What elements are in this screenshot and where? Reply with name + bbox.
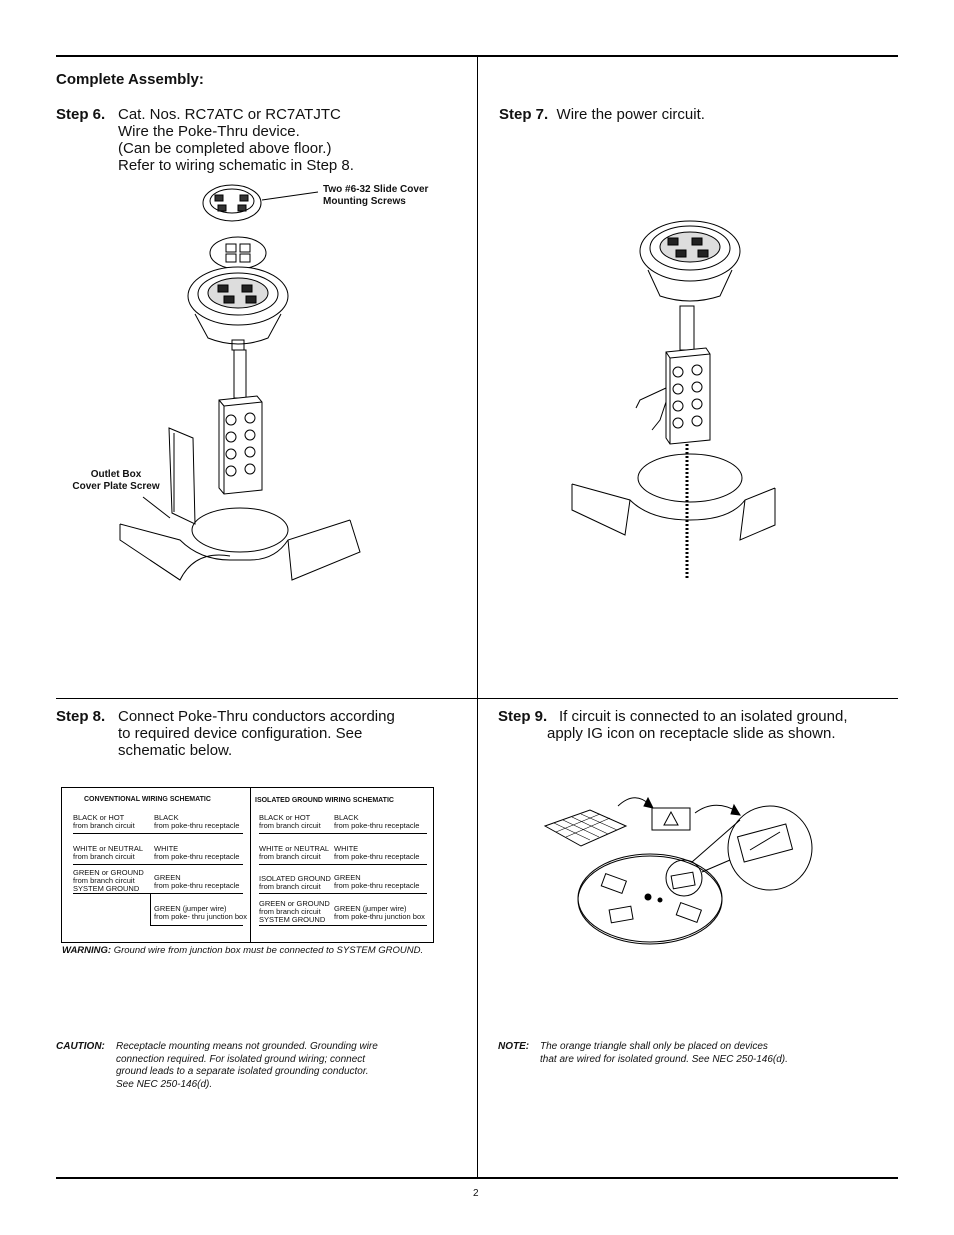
page-heading: Complete Assembly:	[56, 71, 204, 88]
step9-label: Step 9.	[498, 708, 548, 725]
step6-text: Cat. Nos. RC7ATC or RC7ATJTC Wire the Po…	[118, 106, 354, 174]
conv-ground-vertical	[150, 893, 151, 925]
callout-outlet-box: Outlet Box Cover Plate Screw	[72, 469, 160, 492]
note-label: NOTE:	[498, 1041, 530, 1052]
iso-row1-wire	[259, 833, 427, 834]
wiring-schematic: CONVENTIONAL WIRING SCHEMATIC ISOLATED G…	[61, 787, 434, 943]
conv-row2-wire	[73, 864, 243, 865]
step7-heading: Step 7. Wire the power circuit.	[499, 106, 705, 123]
horizontal-divider	[56, 698, 898, 699]
bottom-rule	[56, 1177, 898, 1179]
iso-row3-wire	[259, 893, 427, 894]
iso-row4-wire	[259, 925, 427, 926]
caution-text: Receptacle mounting means not grounded. …	[116, 1041, 378, 1090]
warning-text: WARNING: Ground wire from junction box m…	[62, 945, 424, 956]
isolated-title: ISOLATED GROUND WIRING SCHEMATIC	[255, 797, 394, 804]
conv-row3-wire	[73, 893, 243, 894]
callout-slide-cover-screws: Two #6-32 Slide Cover Mounting Screws	[323, 184, 429, 207]
vertical-divider	[477, 56, 478, 1178]
conv-row4-right: GREEN (jumper wire)from poke- thru junct…	[154, 904, 247, 921]
note-text: The orange triangle shall only be placed…	[540, 1041, 788, 1065]
conv-row1-wire	[73, 833, 243, 834]
conventional-title: CONVENTIONAL WIRING SCHEMATIC	[84, 796, 211, 803]
iso-row2-wire	[259, 864, 427, 865]
step8-text: Connect Poke-Thru conductors according t…	[118, 708, 395, 759]
step8-label: Step 8.	[56, 708, 106, 725]
schematic-divider	[250, 788, 251, 942]
iso-row4-right: GREEN (jumper wire)from poke-thru juncti…	[334, 904, 425, 921]
step6-label: Step 6.	[56, 106, 106, 123]
step9-text: If circuit is connected to an isolated g…	[547, 708, 848, 742]
caution-label: CAUTION:	[56, 1041, 105, 1052]
page-number: 2	[473, 1188, 479, 1199]
conv-row4-wire	[150, 925, 243, 926]
